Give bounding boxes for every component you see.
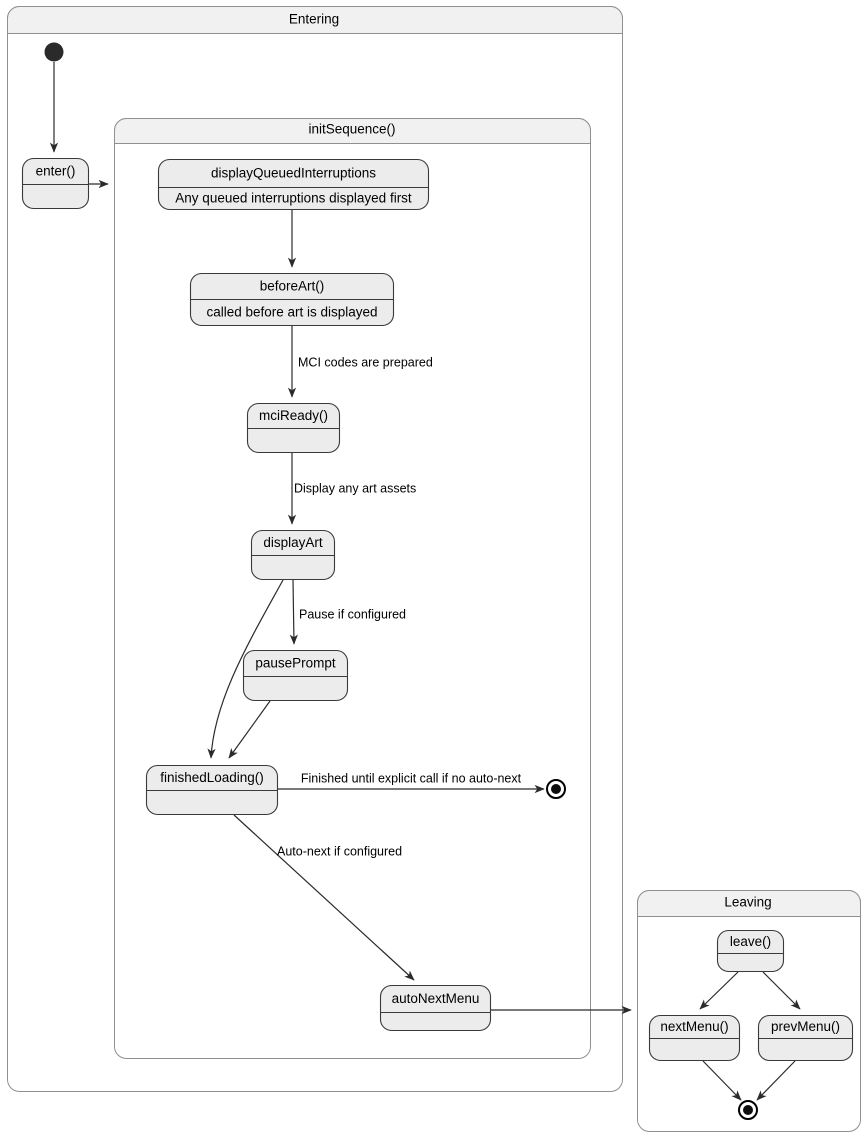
pseudostate-initial-entering — [44, 42, 64, 62]
state-title-prevMenu: prevMenu() — [771, 1019, 840, 1034]
state-displayArt[interactable]: displayArt — [250, 529, 336, 581]
transition-t-nextmenu-final[interactable] — [702, 1060, 742, 1101]
state-title-enter: enter() — [36, 164, 76, 179]
state-finishedLoading[interactable]: finishedLoading() — [145, 764, 279, 816]
final-state-core-icon — [551, 784, 561, 794]
transition-t-displayart-finishedloading[interactable] — [207, 579, 284, 759]
transition-t-leave-prevmenu[interactable] — [762, 971, 801, 1010]
state-leave[interactable]: leave() — [716, 929, 785, 973]
transition-t-prevmenu-final[interactable] — [756, 1060, 796, 1101]
state-title-pausePrompt: pausePrompt — [255, 656, 336, 671]
state-title-displayQueued: displayQueuedInterruptions — [211, 166, 376, 181]
state-prevMenu[interactable]: prevMenu() — [757, 1014, 854, 1062]
state-box-leave — [716, 929, 785, 973]
state-description-displayQueued: Any queued interruptions displayed first — [175, 191, 412, 206]
state-title-nextMenu: nextMenu() — [660, 1019, 728, 1034]
state-title-leave: leave() — [730, 934, 771, 949]
pseudostates-layer — [44, 42, 758, 1120]
state-pausePrompt[interactable]: pausePrompt — [242, 649, 349, 702]
pseudostate-final-entering — [546, 779, 566, 799]
transition-t-leave-nextmenu[interactable] — [699, 971, 739, 1010]
state-box-enter — [21, 157, 90, 210]
composite-title-leaving: Leaving — [724, 895, 771, 910]
state-mciReady[interactable]: mciReady() — [246, 402, 341, 454]
state-nextMenu[interactable]: nextMenu() — [648, 1014, 741, 1062]
state-box-displayQueued — [157, 158, 430, 211]
transition-label-t-mciready-displayart: Display any art assets — [294, 481, 416, 495]
transition-t-pauseprompt-finishedloading[interactable] — [228, 700, 271, 759]
transition-label-t-displayart-pauseprompt: Pause if configured — [299, 607, 406, 621]
transition-label-t-beforeart-mciready: MCI codes are prepared — [298, 355, 433, 369]
composite-body-leaving — [637, 890, 861, 1132]
state-beforeArt[interactable]: beforeArt() called before art is displaye… — [189, 272, 395, 327]
composite-body-init_sequence — [114, 118, 591, 1059]
composite-title-entering: Entering — [289, 12, 339, 27]
transitions-layer — [49, 62, 801, 1101]
transition-t-displayart-pauseprompt[interactable] — [289, 579, 298, 645]
transition-label-t-finishedloading-final: Finished until explicit call if no auto-… — [301, 771, 522, 785]
state-title-mciReady: mciReady() — [259, 408, 328, 423]
state-description-beforeArt: called before art is displayed — [206, 305, 377, 320]
state-title-autoNextMenu: autoNextMenu — [392, 991, 480, 1006]
transition-label-t-finishedloading-autonext: Auto-next if configured — [277, 844, 402, 858]
composite-header-entering — [7, 6, 623, 33]
state-title-finishedLoading: finishedLoading() — [160, 770, 264, 785]
composite-header-leaving — [637, 890, 861, 916]
state-enter[interactable]: enter() — [21, 157, 90, 210]
state-title-displayArt: displayArt — [263, 535, 323, 550]
composite-state-leaving[interactable]: Leaving — [637, 890, 861, 1132]
transition-t-finishedloading-autonext[interactable] — [233, 814, 415, 981]
final-state-core-icon — [743, 1105, 753, 1115]
state-title-beforeArt: beforeArt() — [260, 279, 325, 294]
state-box-pausePrompt — [242, 649, 349, 702]
initial-state-icon — [44, 42, 64, 62]
composite-header-init_sequence — [114, 118, 591, 143]
state-autoNextMenu[interactable]: autoNextMenu — [379, 984, 492, 1032]
state-box-autoNextMenu — [379, 984, 492, 1032]
pseudostate-final-leaving — [738, 1100, 758, 1120]
composite-title-init_sequence: initSequence() — [308, 122, 395, 137]
composite-state-init_sequence[interactable]: initSequence() — [114, 118, 591, 1059]
